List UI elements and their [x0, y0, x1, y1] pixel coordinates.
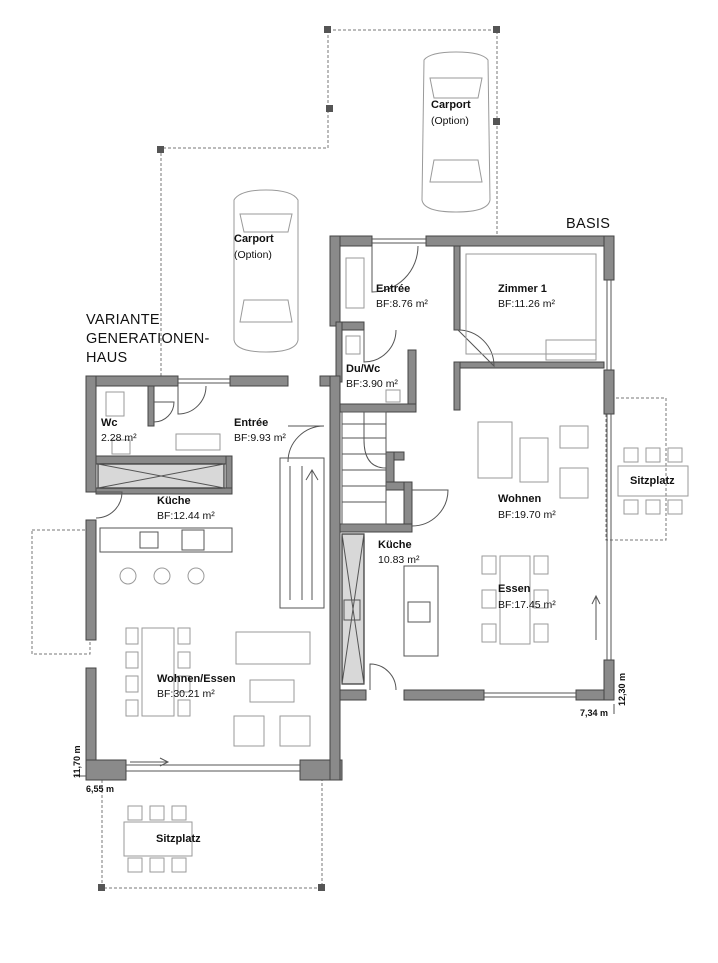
variant-wohnen-essen-label: Wohnen/Essen	[157, 673, 236, 685]
basis-windows	[372, 238, 612, 698]
basis-duwc-label: Du/Wc	[346, 363, 380, 375]
terrace-furniture	[123, 447, 689, 873]
basis-zimmer1-area: BF:11.26 m²	[498, 298, 555, 310]
basis-kueche-label: Küche	[378, 539, 412, 551]
basis-wohnen-area: BF:19.70 m²	[498, 509, 556, 521]
basis-sitzplatz-label: Sitzplatz	[630, 475, 675, 487]
variant-walls	[85, 375, 343, 781]
basis-walls	[329, 235, 615, 701]
basis-wohnen-label: Wohnen	[498, 493, 541, 505]
basis-duwc-area: BF:3.90 m²	[346, 378, 398, 390]
basis-furniture	[345, 253, 601, 645]
variant-carport-note: (Option)	[234, 249, 272, 261]
variant-heading-line1: VARIANTE	[86, 312, 160, 328]
variant-entree-label: Entrée	[234, 417, 268, 429]
dimension-ticks	[76, 704, 615, 777]
variant-wc-label: Wc	[101, 417, 118, 429]
variant-stairs	[279, 457, 325, 609]
door-swings	[95, 245, 495, 691]
variant-width-dimension: 6,55 m	[86, 784, 114, 794]
variant-kitchen-cabinets	[97, 463, 233, 585]
variant-heading-line3: HAUS	[86, 350, 128, 366]
basis-kueche-area: 10.83 m²	[378, 554, 420, 566]
car-icon	[233, 189, 299, 353]
basis-carport-note: (Option)	[431, 115, 469, 127]
basis-zimmer1-label: Zimmer 1	[498, 283, 547, 295]
car-icon	[421, 51, 491, 213]
basis-kitchen-cabinets	[341, 533, 439, 685]
basis-essen-label: Essen	[498, 583, 531, 595]
variant-kueche-area: BF:12.44 m²	[157, 510, 215, 522]
variant-wohnen-essen-area: BF:30.21 m²	[157, 688, 215, 700]
variant-carport-label: Carport	[234, 233, 274, 245]
basis-carport-label: Carport	[431, 99, 471, 111]
variant-windows	[126, 378, 300, 772]
variant-sitzplatz-label: Sitzplatz	[156, 833, 201, 845]
variant-wc-area: 2.28 m²	[101, 432, 137, 444]
variant-depth-dimension: 11,70 m	[72, 745, 82, 778]
basis-heading: BASIS	[566, 216, 610, 232]
basis-essen-area: BF:17.45 m²	[498, 599, 556, 611]
basis-entree-label: Entrée	[376, 283, 410, 295]
variant-heading-line2: GENERATIONEN-	[86, 331, 210, 347]
basis-width-dimension: 7,34 m	[580, 708, 608, 718]
corner-markers	[98, 26, 500, 891]
basis-stairs	[341, 411, 387, 525]
variant-kueche-label: Küche	[157, 495, 191, 507]
basis-depth-dimension: 12,30 m	[617, 673, 627, 706]
basis-entree-area: BF:8.76 m²	[376, 298, 428, 310]
variant-entree-area: BF:9.93 m²	[234, 432, 286, 444]
variant-furniture	[105, 391, 311, 767]
